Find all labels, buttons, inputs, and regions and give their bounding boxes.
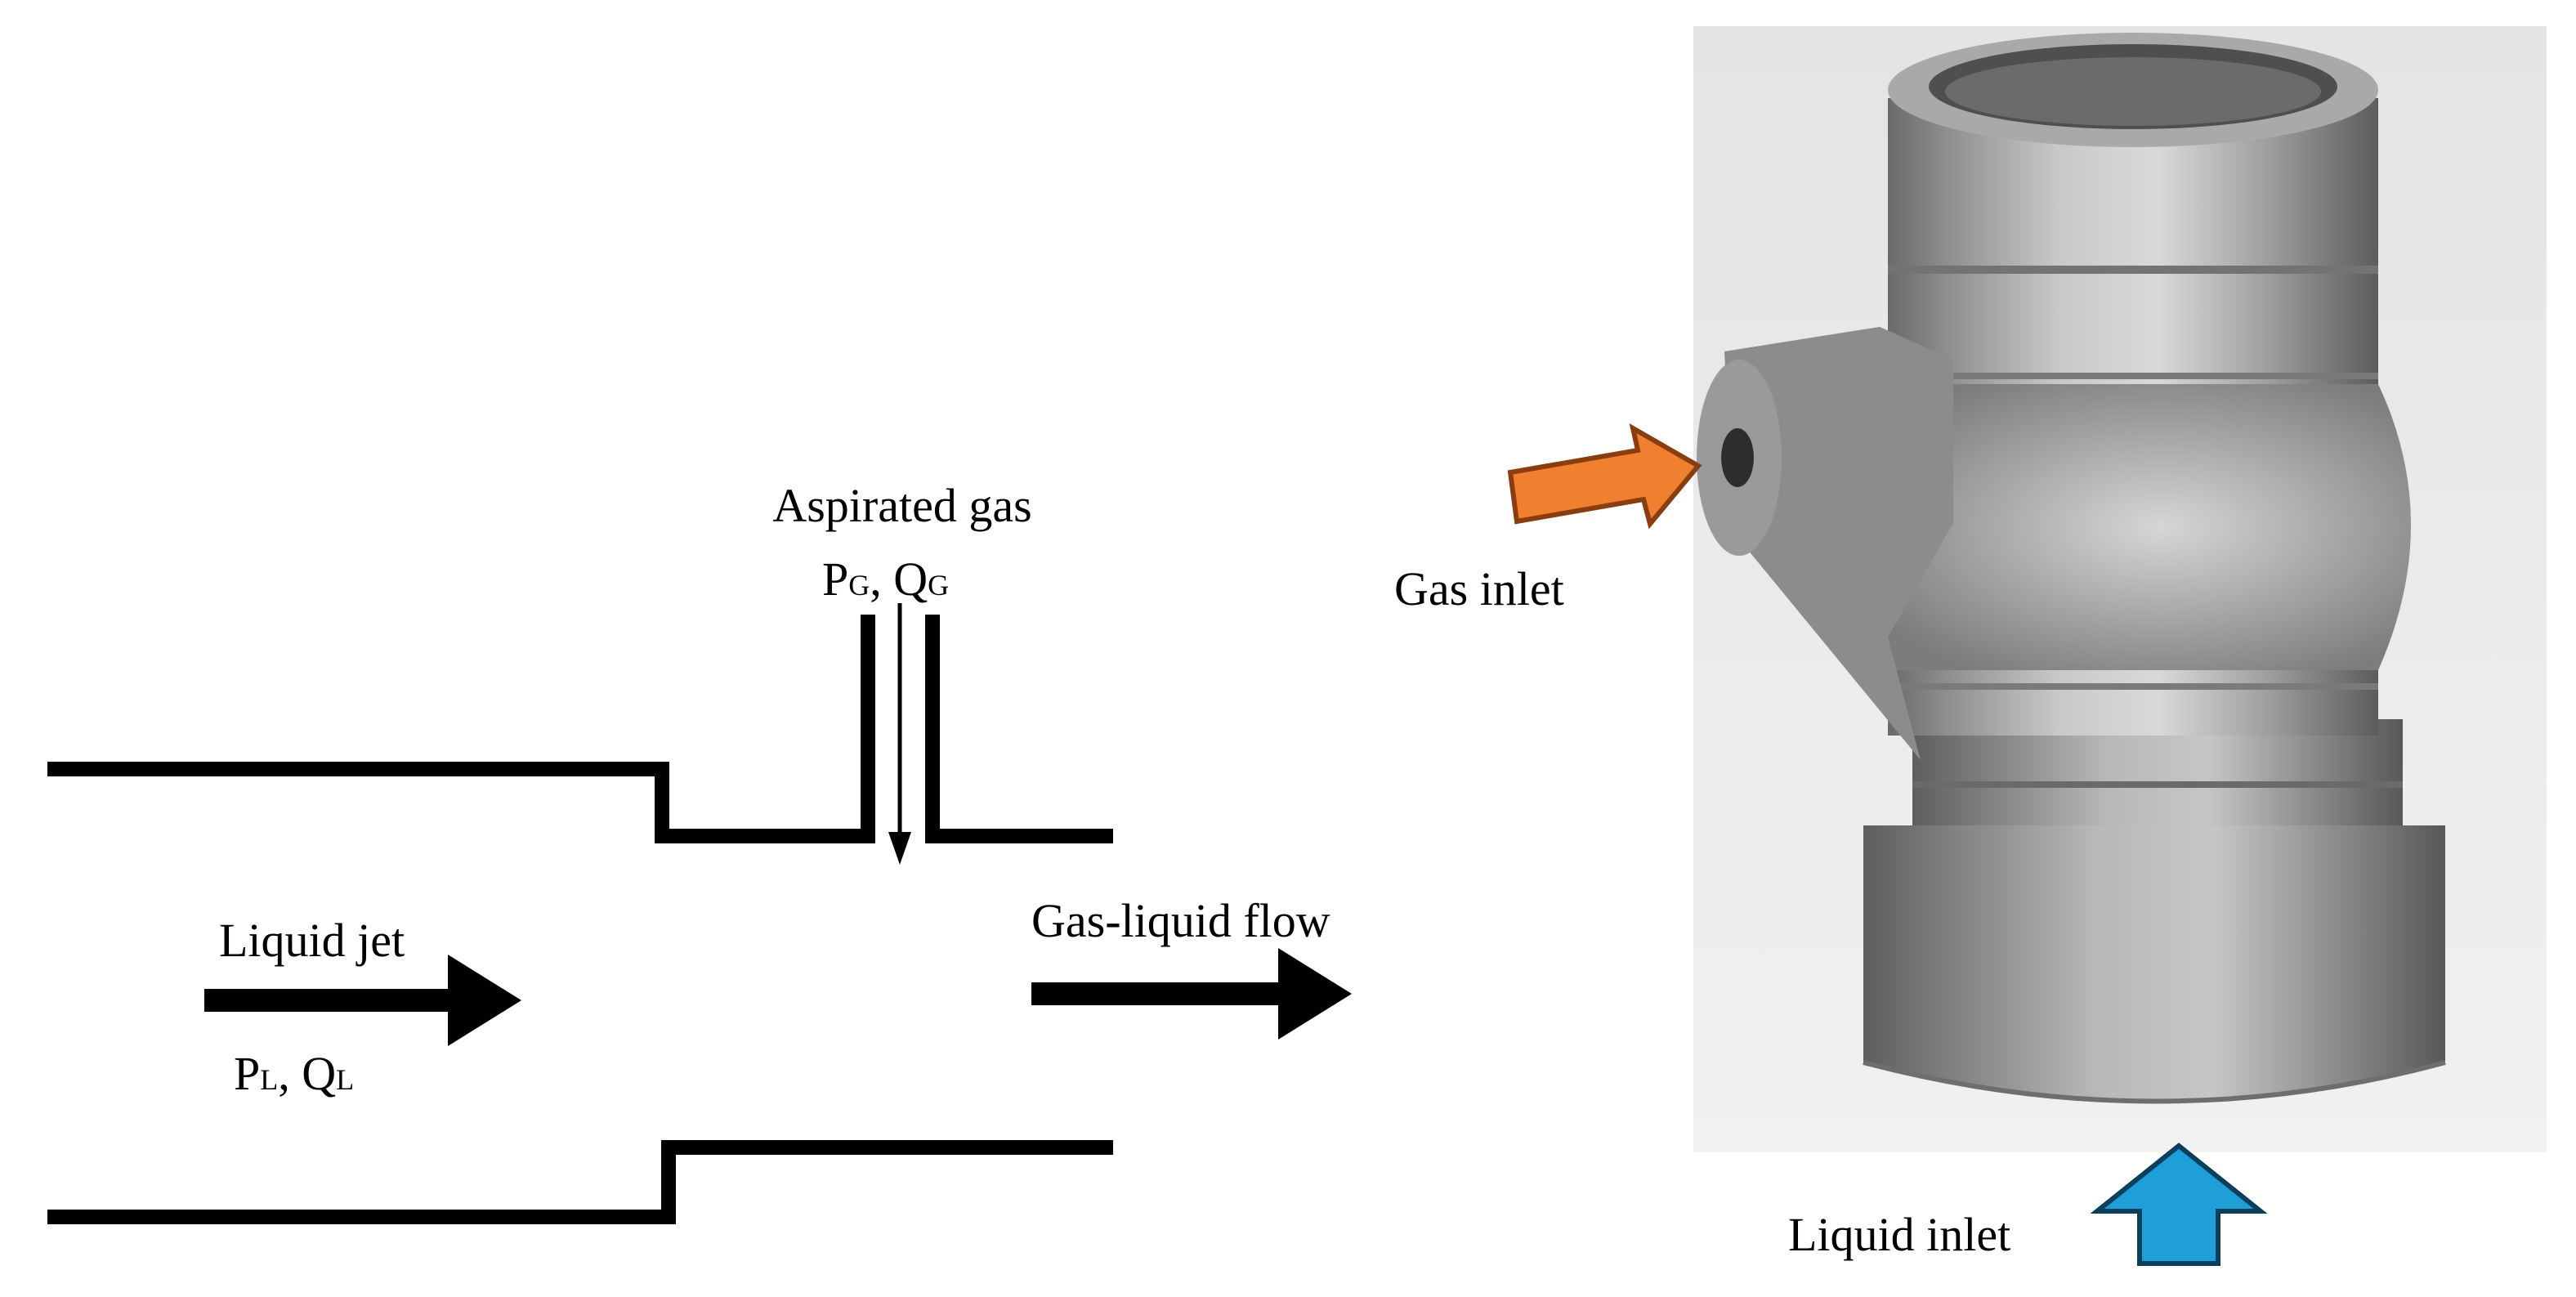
liquid-flowrate-symbol: Q xyxy=(302,1047,336,1100)
gas-vars-separator: , xyxy=(870,552,893,606)
bottom-collar xyxy=(1863,825,2445,1102)
gas-pressure-subscript: G xyxy=(848,569,870,602)
gas-liquid-flow-label: Gas-liquid flow xyxy=(1031,894,1330,947)
liquid-vars-separator: , xyxy=(278,1047,302,1100)
liquid-inlet-arrow xyxy=(2090,1143,2268,1266)
liquid-pressure-subscript: L xyxy=(260,1063,278,1096)
venturi-schematic: Aspirated gas PG, QG Liquid jet PL, QL G… xyxy=(47,479,1352,1224)
gas-port-boss xyxy=(1724,327,1953,760)
liquid-flowrate-subscript: L xyxy=(336,1063,354,1096)
aspirated-gas-label: Aspirated gas xyxy=(772,479,1031,532)
lower-pipe-wall xyxy=(47,1140,1113,1224)
upper-pipe-wall xyxy=(47,615,875,843)
gas-liquid-flow-arrow xyxy=(1031,948,1352,1040)
gas-injection-arrow xyxy=(888,603,911,865)
body-bulge xyxy=(1855,384,2411,670)
lower-ring xyxy=(1912,719,2403,825)
gas-variables-label: PG, QG xyxy=(822,552,949,606)
device-photo: Gas inlet Liquid inlet xyxy=(1394,26,2547,1266)
gas-inlet-arrow xyxy=(1507,423,1702,530)
top-opening-inner xyxy=(1945,57,2321,126)
upper-pipe-wall-downstream xyxy=(925,615,1113,843)
liquid-pressure-symbol: P xyxy=(234,1047,260,1100)
liquid-jet-label: Liquid jet xyxy=(219,914,405,967)
gas-port-hole xyxy=(1721,428,1754,487)
liquid-variables-label: PL, QL xyxy=(234,1047,354,1100)
gas-flowrate-symbol: Q xyxy=(893,552,928,606)
gas-inlet-label: Gas inlet xyxy=(1394,562,1564,615)
gas-flowrate-subscript: G xyxy=(928,569,949,602)
bottom-collar-rim xyxy=(1863,1060,2446,1104)
gas-pressure-symbol: P xyxy=(822,552,848,606)
liquid-inlet-label: Liquid inlet xyxy=(1788,1208,2010,1261)
liquid-jet-arrow xyxy=(204,955,521,1046)
